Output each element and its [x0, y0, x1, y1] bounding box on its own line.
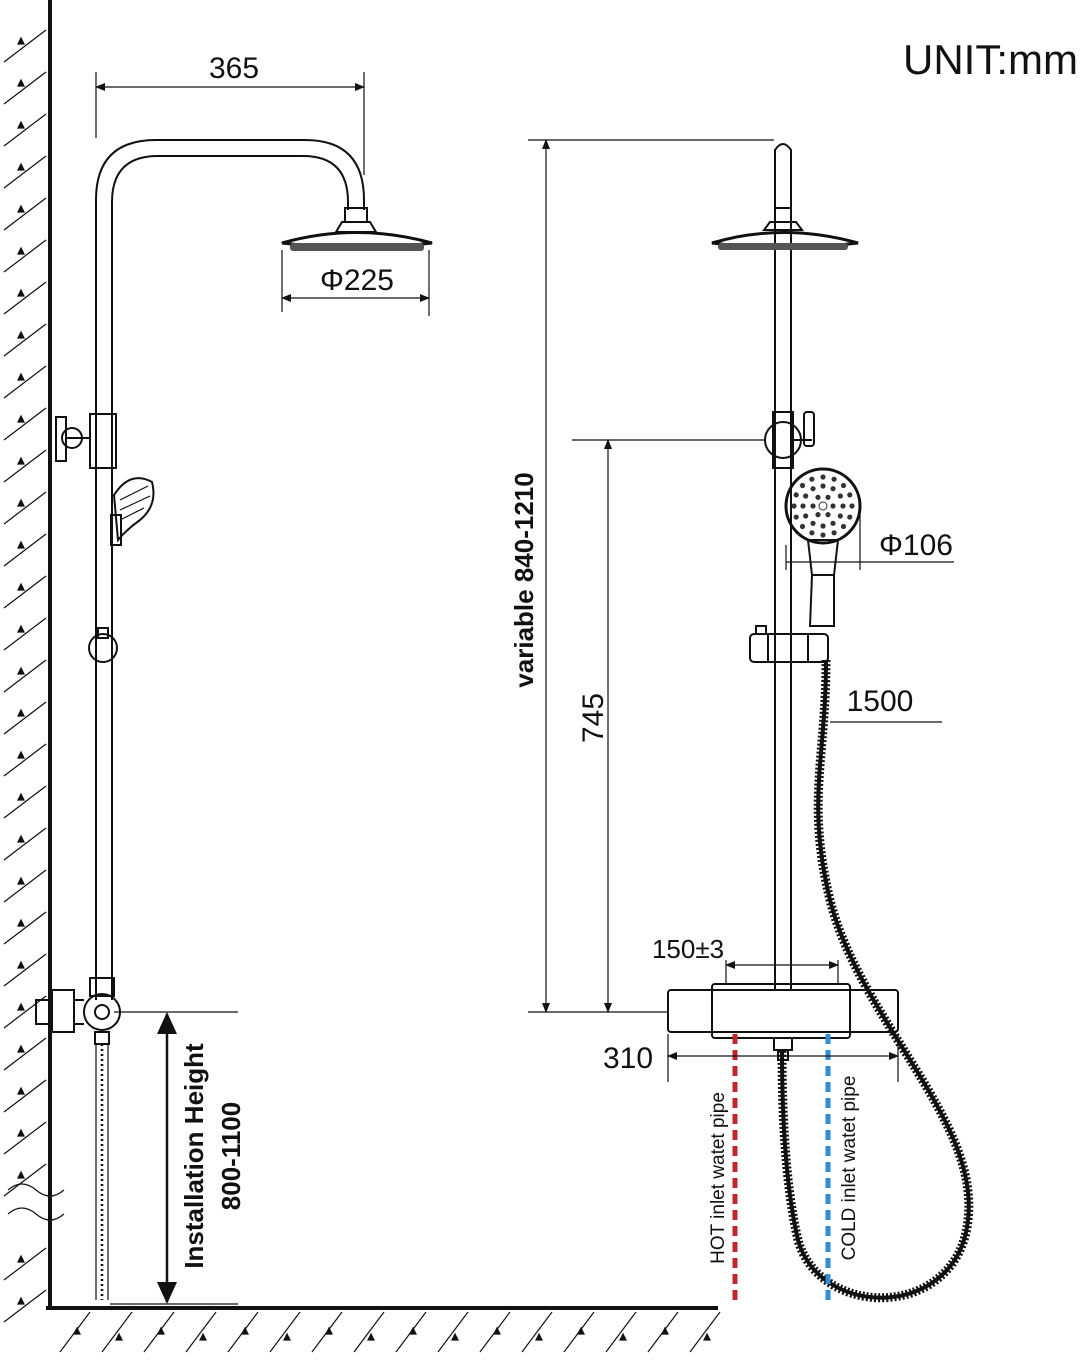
dimension-installation-height: Installation Height 800-1100: [110, 1011, 246, 1305]
arm-reach-label: 365: [209, 52, 259, 85]
dimension-bracket-height: 745: [572, 439, 764, 1013]
hose-length-label: 1500: [847, 685, 914, 718]
side-view-shower: [35, 139, 433, 1300]
unit-label: UNIT:mm: [903, 36, 1078, 83]
mixer-width-label: 310: [603, 1042, 653, 1075]
floor: [46, 1306, 721, 1353]
inlet-pipes: HOT inlet watet pipe COLD inlet watet pi…: [708, 1034, 860, 1306]
cold-pipe-label: COLD inlet watet pipe: [839, 1076, 860, 1261]
dimension-hose-length: 1500: [830, 685, 942, 723]
head-diameter-label: Φ225: [320, 264, 394, 297]
front-view-shower: [667, 143, 974, 1303]
wall: [3, 0, 65, 1323]
bracket-height-label: 745: [577, 693, 610, 743]
dimension-head-diameter: Φ225: [281, 250, 430, 316]
dimension-inlet-spacing: 150±3: [652, 934, 839, 985]
hot-pipe-label: HOT inlet watet pipe: [708, 1092, 729, 1264]
dimension-arm-reach: 365: [95, 52, 365, 175]
installation-height-range: 800-1100: [216, 1102, 246, 1210]
adjustable-height-label: variable 840-1210: [509, 472, 539, 687]
dimension-adjustable-height: variable 840-1210: [509, 139, 774, 1013]
dimension-hand-shower-diameter: Φ106: [785, 510, 954, 570]
inlet-spacing-label: 150±3: [652, 934, 724, 964]
installation-height-title: Installation Height: [179, 1043, 209, 1269]
dimension-mixer-width: 310: [603, 1034, 899, 1082]
hand-shower-diameter-label: Φ106: [879, 529, 953, 562]
